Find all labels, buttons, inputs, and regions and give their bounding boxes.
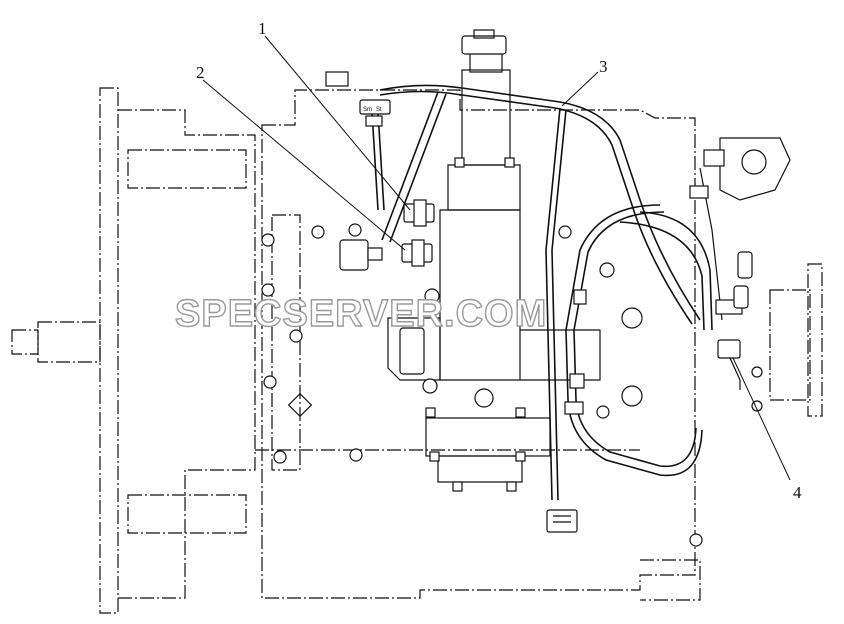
valve-block (689, 137, 791, 390)
watermark-text: SPECSERVER.COM (175, 293, 547, 335)
main-housing (255, 89, 701, 601)
switch-connectors: Sm St (339, 99, 587, 533)
bolts (261, 71, 763, 547)
callout-leaders (202, 35, 791, 481)
input-shaft (11, 321, 101, 363)
top-cover (387, 317, 601, 381)
callout-2: 2 (196, 63, 205, 82)
callout-4: 4 (793, 483, 802, 502)
wiring-harness (371, 84, 713, 501)
front-flange (99, 87, 256, 614)
callout-3: 3 (599, 57, 608, 76)
connector-label-sm: Sm (363, 107, 372, 113)
callout-1: 1 (258, 19, 267, 38)
rear-flange (769, 263, 823, 417)
connector-label-st: St (376, 107, 382, 113)
